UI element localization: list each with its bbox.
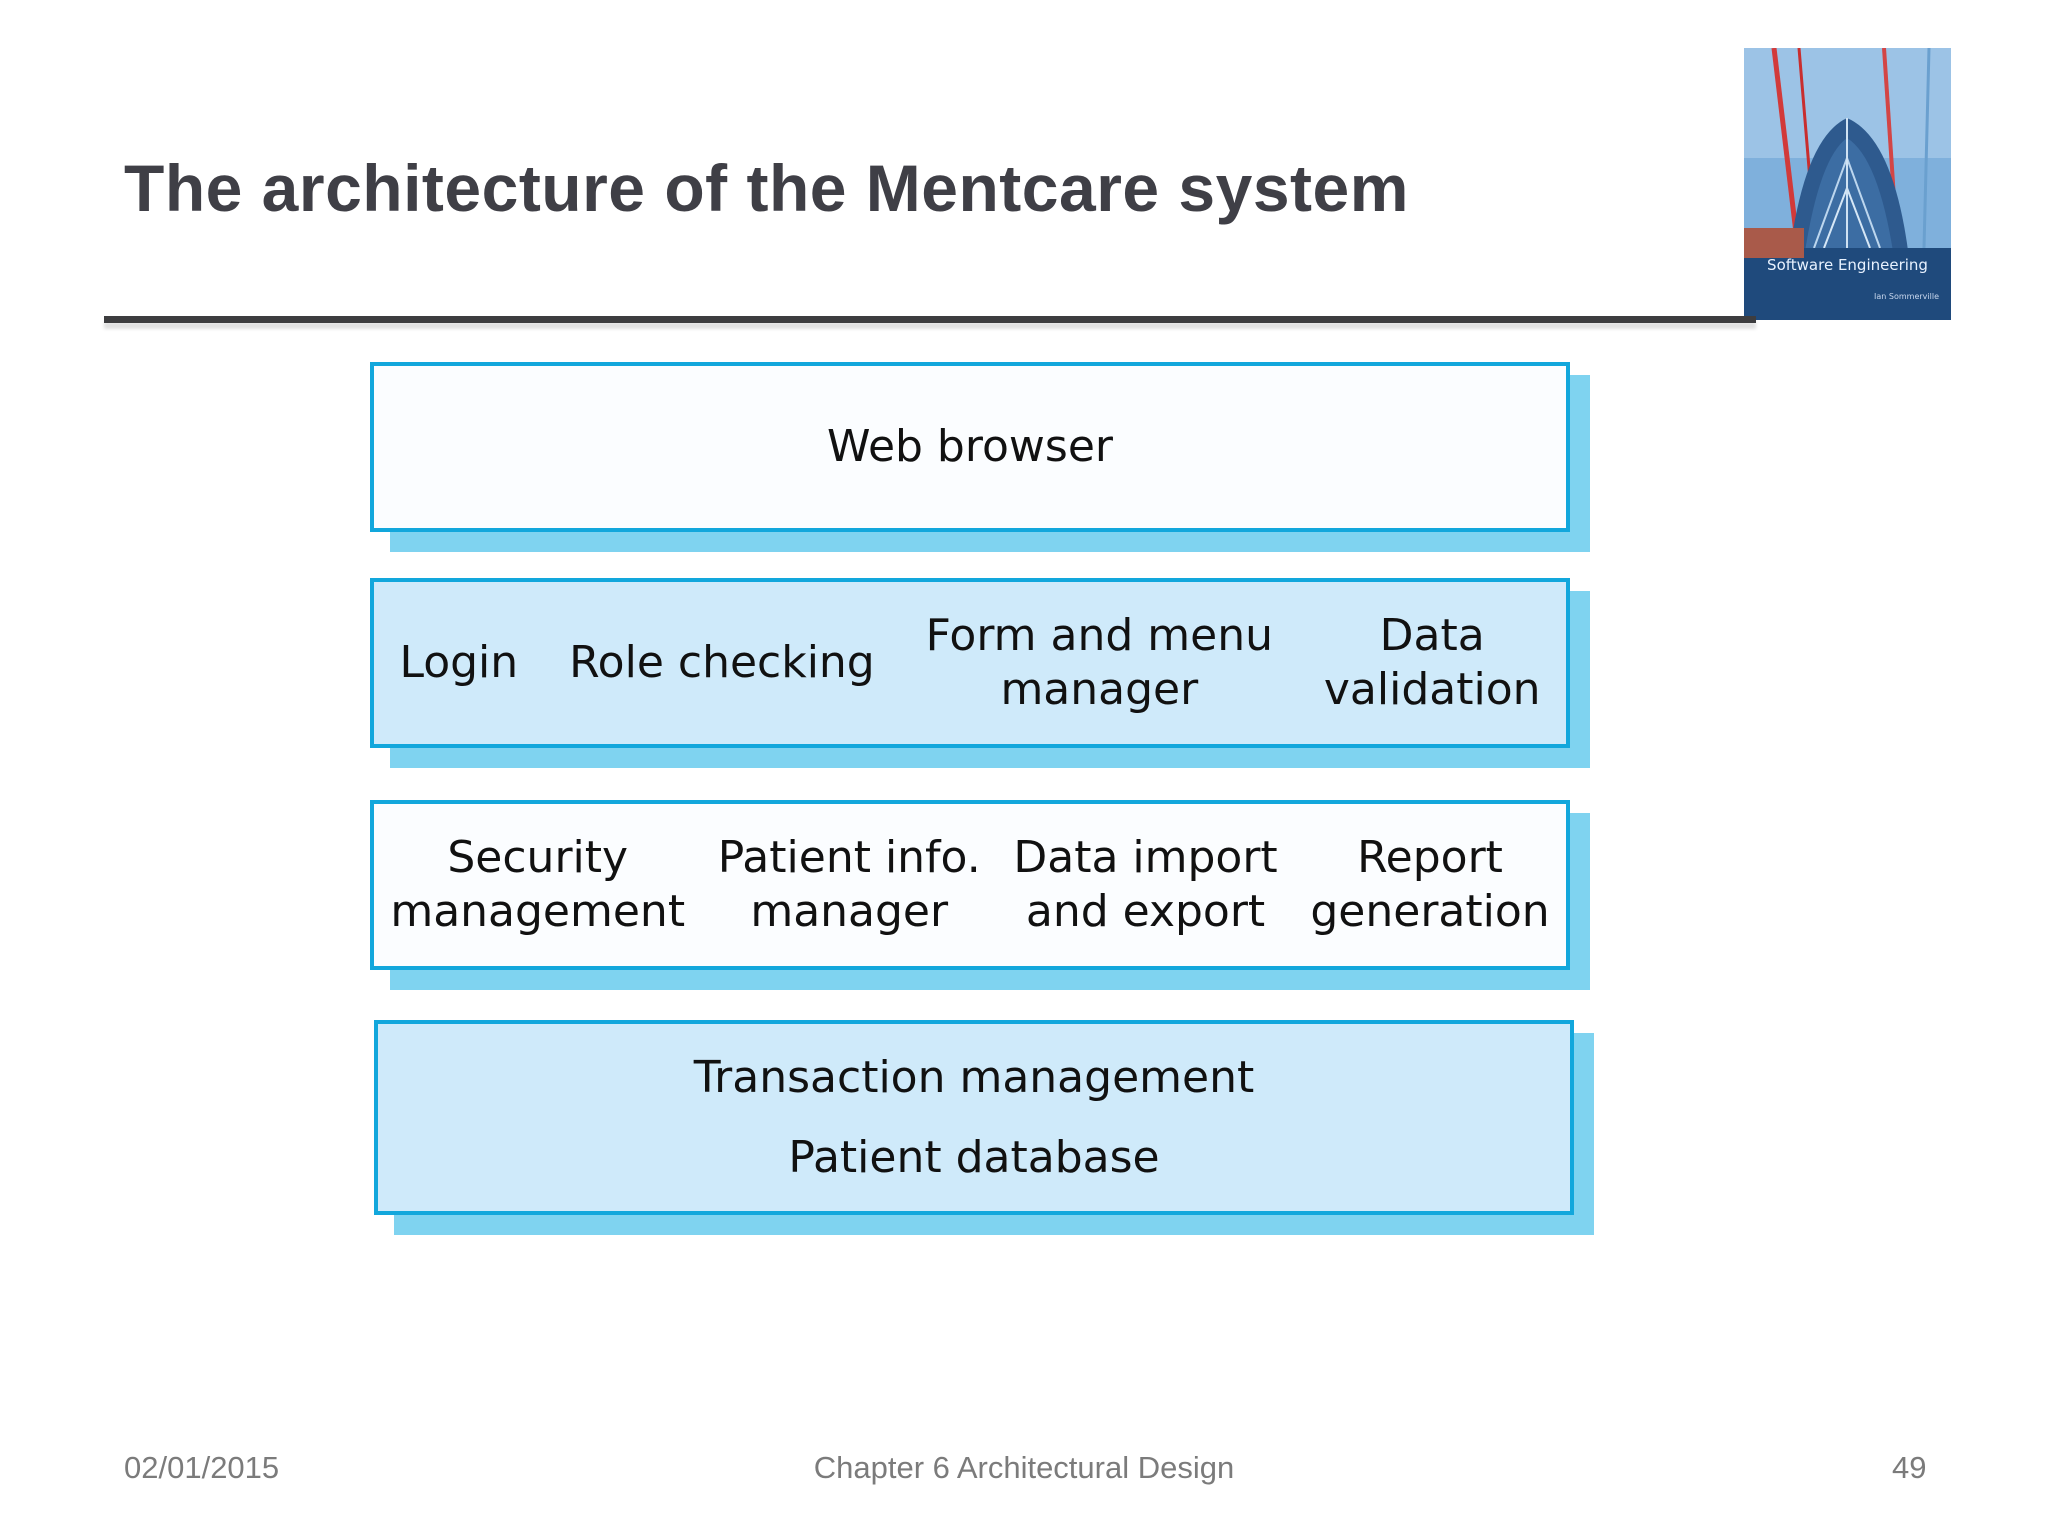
component-security-management: Security management xyxy=(390,832,686,937)
footer-date: 02/01/2015 xyxy=(124,1450,280,1485)
component-patient-info-manager: Patient info. manager xyxy=(717,832,981,937)
component-login: Login xyxy=(399,637,519,688)
layer-box: Login Role checking Form and menu manage… xyxy=(370,578,1570,748)
component-data-import-export: Data import and export xyxy=(1013,832,1278,937)
component-form-menu-manager: Form and menu manager xyxy=(925,610,1273,715)
title-divider xyxy=(104,316,1756,323)
component-web-browser: Web browser xyxy=(827,421,1113,472)
layer-box: Security management Patient info. manage… xyxy=(370,800,1570,970)
footer-page-number: 49 xyxy=(1892,1450,1927,1485)
footer-chapter: Chapter 6 Architectural Design xyxy=(813,1450,1235,1485)
book-author: Ian Sommerville xyxy=(1874,292,1939,301)
layer-box: Web browser xyxy=(370,362,1570,532)
component-patient-database: Patient database xyxy=(788,1131,1160,1183)
book-cover-image: Software Engineering Ian Sommerville xyxy=(1744,48,1951,320)
slide-title: The architecture of the Mentcare system xyxy=(124,151,1409,225)
layer-box: Transaction management Patient database xyxy=(374,1020,1574,1215)
layer-user-interface: Login Role checking Form and menu manage… xyxy=(370,578,1590,768)
building-illustration xyxy=(1744,48,1951,320)
layer-database: Transaction management Patient database xyxy=(374,1020,1594,1235)
component-transaction-management: Transaction management xyxy=(693,1051,1255,1103)
component-report-generation: Report generation xyxy=(1310,832,1550,937)
component-role-checking: Role checking xyxy=(569,637,875,688)
layer-application-services: Security management Patient info. manage… xyxy=(370,800,1590,990)
book-title: Software Engineering xyxy=(1767,256,1928,274)
component-data-validation: Data validation xyxy=(1323,610,1541,715)
layer-web-browser: Web browser xyxy=(370,362,1590,552)
